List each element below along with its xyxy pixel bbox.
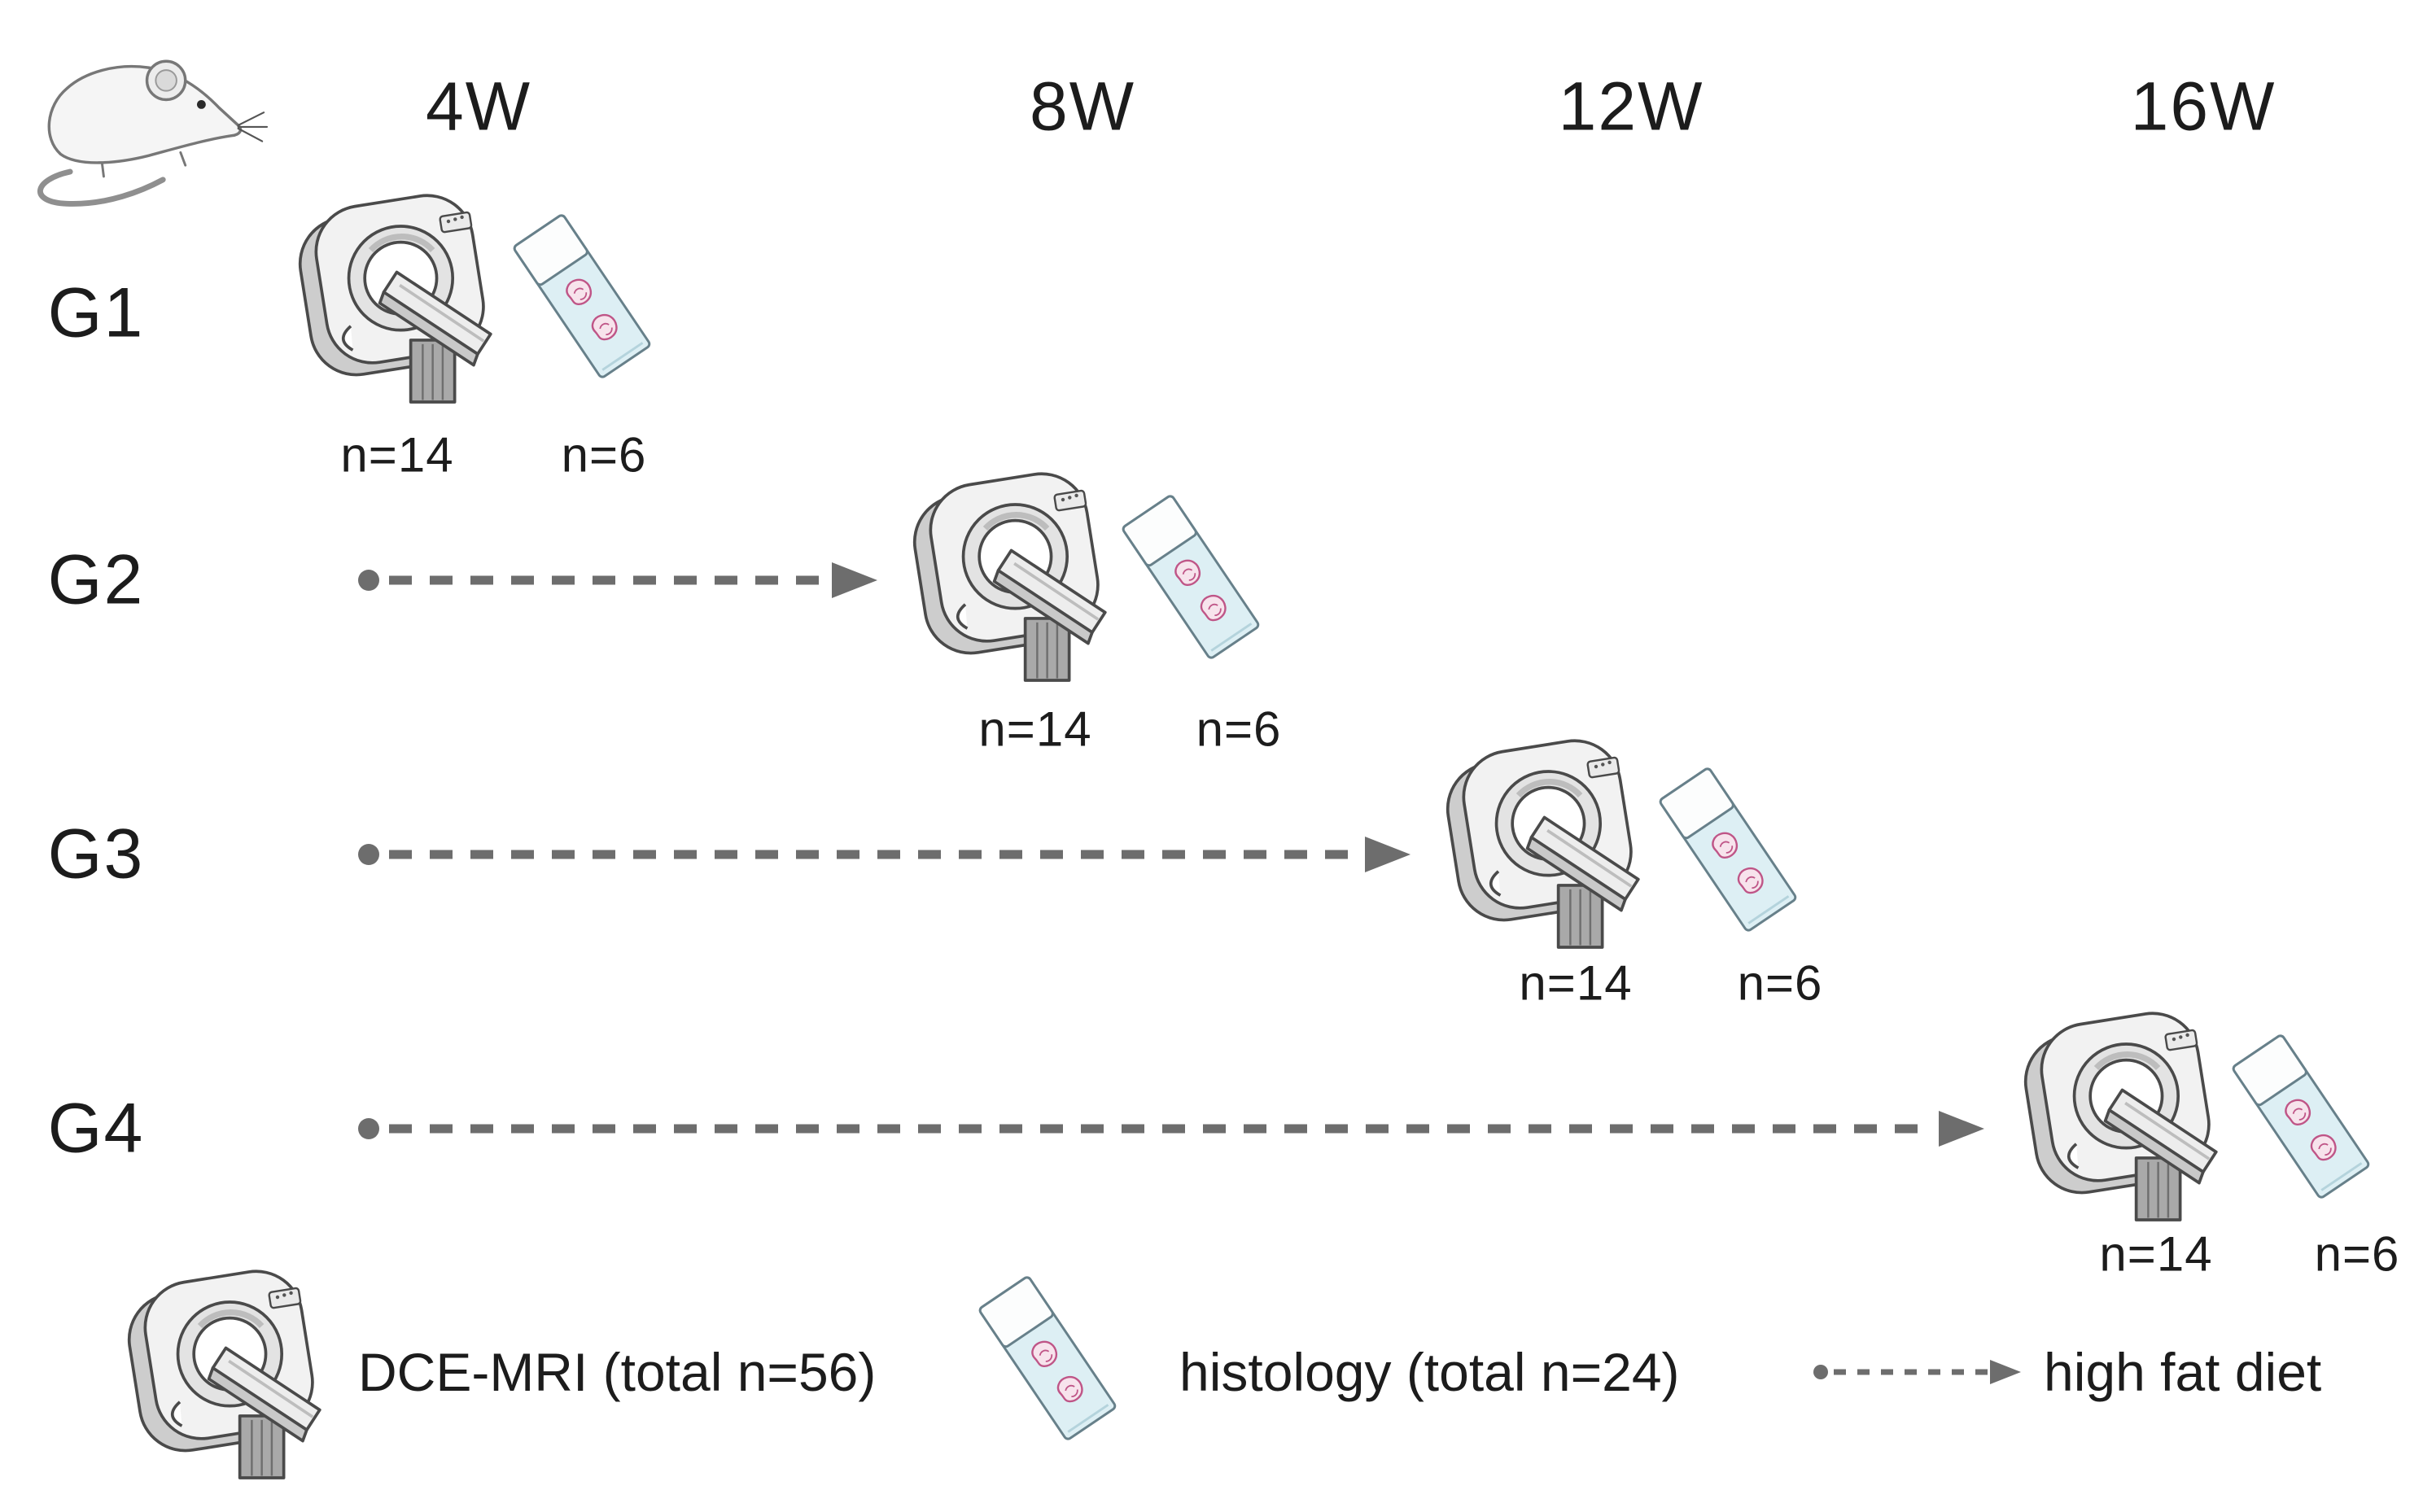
histology-slide-icon [488, 208, 676, 385]
histology-slide-icon [1634, 761, 1822, 938]
mri-scanner-icon [1432, 732, 1652, 964]
group-label-g3: G3 [47, 815, 145, 894]
mri-count-label-g4: n=14 [2099, 1226, 2213, 1282]
high-fat-diet-arrow-g3 [358, 837, 1411, 872]
group-label-g1: G1 [47, 273, 145, 352]
high-fat-diet-arrow-g2 [358, 562, 877, 598]
mouse-icon [28, 18, 269, 226]
mri-count-label-g2: n=14 [978, 701, 1092, 757]
group-label-g2: G2 [47, 540, 145, 619]
high-fat-diet-arrow-g4 [358, 1111, 1984, 1147]
mri-scanner-icon [114, 1263, 334, 1495]
histology-slide-icon [954, 1269, 1141, 1447]
histology-count-label-g2: n=6 [1196, 701, 1282, 757]
timepoint-label-4w: 4W [426, 68, 531, 145]
legend-diet-label: high fat diet [2044, 1342, 2322, 1402]
histology-slide-icon [1097, 488, 1284, 666]
histology-count-label-g3: n=6 [1737, 955, 1823, 1011]
mri-scanner-icon [899, 465, 1119, 697]
timepoint-label-8w: 8W [1030, 68, 1135, 145]
mri-count-label-g1: n=14 [340, 427, 454, 483]
timepoint-label-16w: 16W [2130, 68, 2276, 145]
histology-count-label-g4: n=6 [2314, 1226, 2400, 1282]
mri-scanner-icon [285, 187, 505, 419]
histology-slide-icon [2207, 1028, 2395, 1205]
legend-mri-label: DCE-MRI (total n=56) [358, 1342, 877, 1402]
high-fat-diet-arrow-legend [1813, 1360, 2021, 1384]
histology-count-label-g1: n=6 [561, 427, 647, 483]
mri-count-label-g3: n=14 [1519, 955, 1633, 1011]
timepoint-label-12w: 12W [1558, 68, 1704, 145]
legend-histology-label: histology (total n=24) [1179, 1342, 1680, 1402]
mri-scanner-icon [2010, 1005, 2230, 1237]
group-label-g4: G4 [47, 1089, 145, 1168]
